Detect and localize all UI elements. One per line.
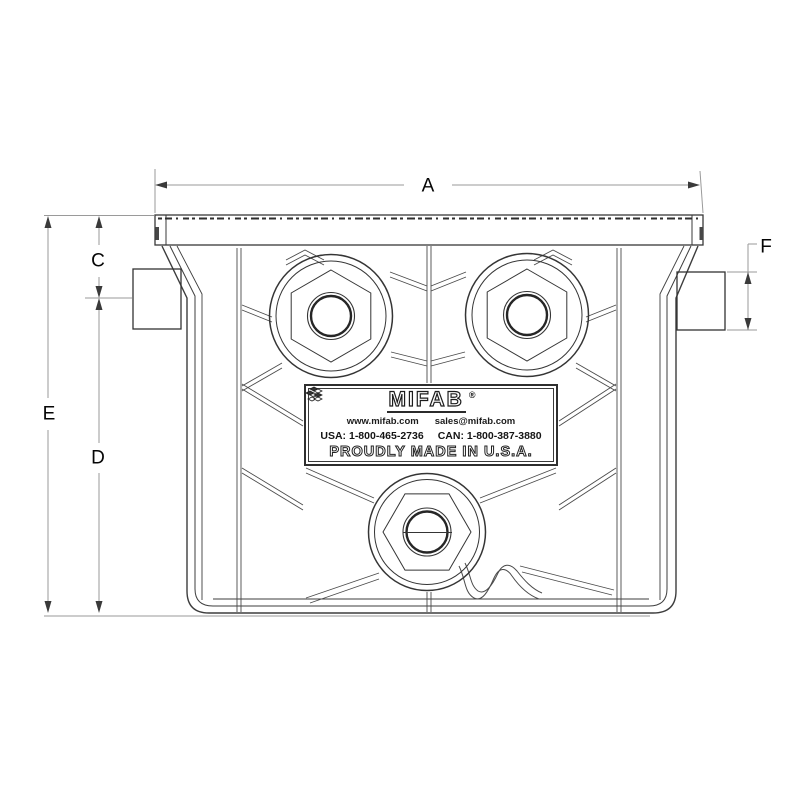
hex-nut-outline — [486, 268, 568, 362]
contact-row: www.mifab.com sales@mifab.com — [347, 416, 516, 427]
hex-nut-outline — [290, 269, 372, 363]
dimension-f — [727, 243, 757, 331]
website-text: www.mifab.com — [346, 415, 419, 427]
phone-usa-text: USA: 1-800-465-2736 — [320, 430, 424, 443]
cover-lid — [154, 214, 704, 246]
hex-nut-outline — [382, 493, 472, 571]
dimension-label-e: E — [40, 403, 58, 425]
mifab-logo-cubes-icon — [306, 386, 323, 402]
bolt-boss-top-right — [464, 252, 590, 378]
dimension-label-d: D — [89, 447, 107, 469]
product-label-plate: MIFAB ® www.mifab.com sales@mifab.com US… — [304, 384, 558, 466]
registered-trademark-symbol: ® — [468, 390, 476, 400]
product-label-plate-inner: MIFAB ® www.mifab.com sales@mifab.com US… — [306, 386, 554, 462]
dimension-label-a: A — [419, 175, 437, 197]
made-in-usa-text: PROUDLY MADE IN U.S.A. — [329, 444, 533, 461]
brand-logo-row: MIFAB ® — [306, 386, 476, 413]
email-text: sales@mifab.com — [434, 415, 516, 427]
dimension-d — [95, 298, 103, 613]
dimension-label-f: F — [758, 236, 774, 258]
dimension-label-c: C — [89, 250, 107, 272]
wave-channel-detail — [458, 562, 543, 600]
phone-row: USA: 1-800-465-2736 CAN: 1-800-387-3880 — [320, 430, 541, 443]
dimension-c — [85, 216, 132, 299]
dimension-e — [44, 215, 650, 617]
left-pipe-hub — [132, 268, 182, 330]
bolt-boss-top-left — [268, 253, 394, 379]
rib-pattern — [236, 246, 622, 612]
bolt-boss-bottom — [367, 472, 487, 592]
right-pipe-hub — [676, 271, 726, 331]
dimension-a — [154, 169, 704, 214]
brand-name: MIFAB — [386, 388, 466, 413]
phone-canada-text: CAN: 1-800-387-3880 — [437, 430, 542, 443]
